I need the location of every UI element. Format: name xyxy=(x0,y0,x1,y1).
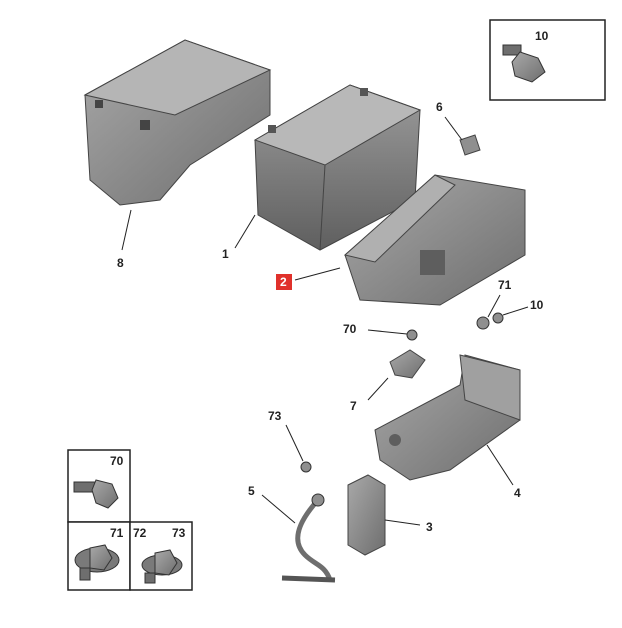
support-bracket: 4 xyxy=(374,354,521,500)
battery-cover: 8 xyxy=(83,39,272,270)
bolt-71-icon xyxy=(74,544,120,581)
bolt-70: 70 xyxy=(343,322,418,341)
battery: 1 xyxy=(222,84,422,261)
inset-label-70: 70 xyxy=(110,454,124,468)
screw-10: 10 xyxy=(492,298,544,324)
inset-label-73: 73 xyxy=(172,526,186,540)
bolt-71: 71 xyxy=(476,278,512,330)
spacer: 7 xyxy=(350,349,426,413)
screw-icon xyxy=(502,44,546,83)
inset-label-72: 72 xyxy=(133,526,147,540)
label-support-bracket: 4 xyxy=(514,486,521,500)
label-cable: 5 xyxy=(248,484,255,498)
label-battery: 1 xyxy=(222,247,229,261)
label-bolt-73: 73 xyxy=(268,409,282,423)
inset-fasteners: 70 71 72 73 xyxy=(67,449,193,591)
clamp: 3 xyxy=(347,474,433,556)
label-clamp: 3 xyxy=(426,520,433,534)
label-spacer: 7 xyxy=(350,399,357,413)
label-tray: 2 xyxy=(280,275,287,289)
bolt-73: 73 xyxy=(268,409,312,473)
bolt-72-73-icon xyxy=(141,549,183,584)
inset-screw-10: 10 xyxy=(489,19,606,101)
bracket-clip: 6 xyxy=(436,100,481,156)
label-screw-10: 10 xyxy=(530,298,544,312)
label-battery-cover: 8 xyxy=(117,256,124,270)
inset-top-label: 10 xyxy=(535,29,549,43)
battery-tray: 2 xyxy=(276,174,526,306)
ground-cable: 5 xyxy=(248,484,336,583)
inset-label-71: 71 xyxy=(110,526,124,540)
label-bracket-clip: 6 xyxy=(436,100,443,114)
bolt-70-icon xyxy=(73,479,119,509)
label-bolt-70: 70 xyxy=(343,322,357,336)
highlight-box xyxy=(276,274,292,290)
label-bolt-71: 71 xyxy=(498,278,512,292)
